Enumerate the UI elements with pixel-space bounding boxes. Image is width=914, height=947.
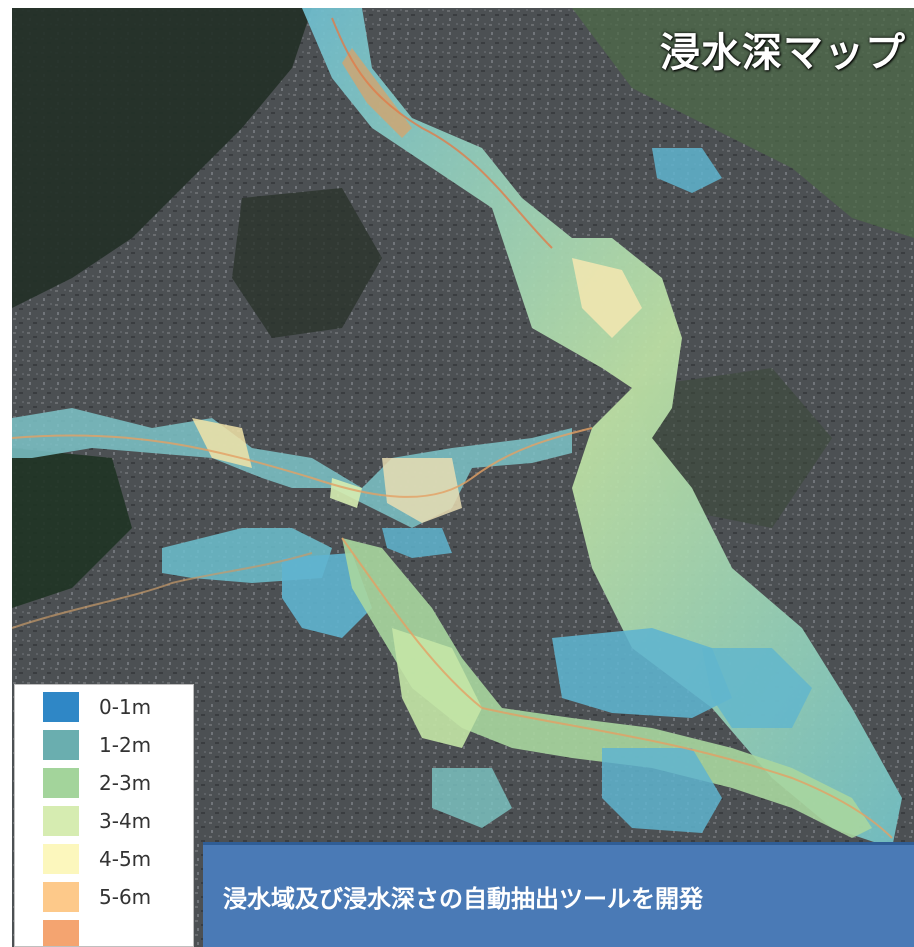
legend-label: 2-3m [99,771,152,795]
legend-swatch [43,692,79,722]
legend-swatch [43,920,79,946]
legend-item-3-4m: 3-4m [43,805,193,837]
depth-legend: 0-1m 1-2m 2-3m 3-4m 4-5m 5-6m [14,684,194,947]
legend-item-1-2m: 1-2m [43,729,193,761]
legend-swatch [43,730,79,760]
legend-item-4-5m: 4-5m [43,843,193,875]
legend-label: 1-2m [99,733,152,757]
map-title: 浸水深マップ [660,30,906,76]
legend-swatch [43,768,79,798]
legend-item-0-1m: 0-1m [43,691,193,723]
legend-label: 3-4m [99,809,152,833]
legend-label: 4-5m [99,847,152,871]
legend-swatch [43,844,79,874]
legend-swatch [43,806,79,836]
legend-item-2-3m: 2-3m [43,767,193,799]
caption-box: 浸水域及び浸水深さの自動抽出ツールを開発 [203,842,914,947]
legend-label: 5-6m [99,885,152,909]
legend-swatch [43,882,79,912]
legend-item-partial [43,919,193,946]
legend-label: 0-1m [99,695,152,719]
caption-text: 浸水域及び浸水深さの自動抽出ツールを開発 [223,885,703,913]
legend-item-5-6m: 5-6m [43,881,193,913]
